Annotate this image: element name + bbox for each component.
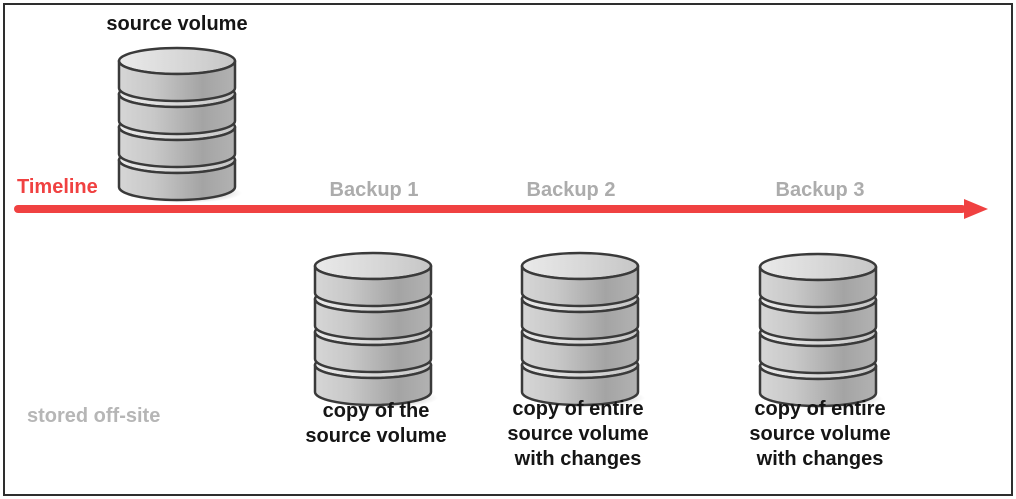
caption-line: source volume [305, 425, 447, 447]
caption-line: source volume [507, 423, 649, 445]
caption-line: copy of entire [512, 398, 644, 420]
backup-2-cylinder-icon [515, 249, 645, 409]
stored-offsite-label: stored off-site [27, 405, 161, 427]
source-volume-label: source volume [106, 13, 248, 35]
timeline-label: Timeline [17, 176, 98, 198]
caption-line: copy of entire [754, 398, 886, 420]
caption-line: with changes [514, 448, 642, 470]
backup-1-caption: copy of the source volume [305, 399, 446, 449]
backup-3-cylinder-icon [753, 250, 883, 410]
source-volume-cylinder-icon [112, 44, 242, 204]
caption-line: source volume [749, 423, 891, 445]
timeline-arrowhead-icon [964, 199, 988, 219]
backup-2-label: Backup 2 [526, 179, 616, 201]
backup-3-label: Backup 3 [775, 179, 865, 201]
timeline-arrow-line [14, 205, 966, 213]
caption-line: copy of the [322, 400, 430, 422]
backup-2-caption: copy of entire source volume with change… [507, 397, 648, 472]
backup-1-cylinder-icon [308, 249, 438, 409]
backup-3-caption: copy of entire source volume with change… [749, 397, 890, 472]
backup-1-label: Backup 1 [329, 179, 419, 201]
caption-line: with changes [756, 448, 884, 470]
